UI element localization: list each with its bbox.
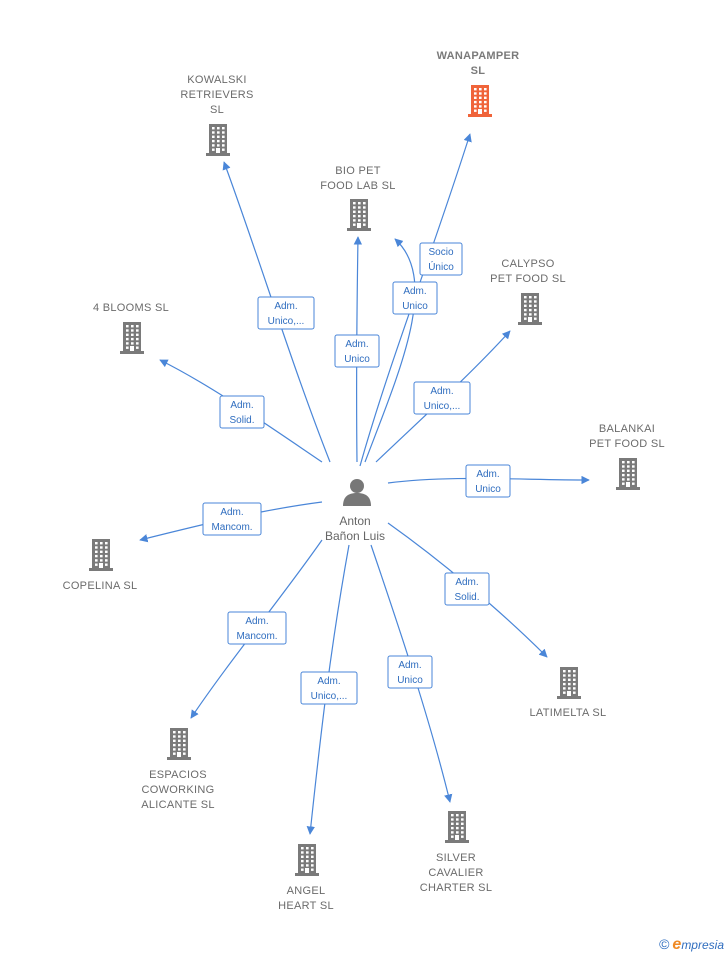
company-node-balankai[interactable]: BALANKAI PET FOOD SL bbox=[589, 423, 665, 490]
edge-label-text: Socio bbox=[428, 247, 453, 258]
edge-label-blooms[interactable]: Adm. Solid. bbox=[219, 395, 265, 429]
edge-label-angel[interactable]: Adm. Unico,... bbox=[300, 671, 358, 705]
company-name-line: LATIMELTA SL bbox=[530, 707, 607, 719]
person-icon bbox=[343, 479, 371, 506]
person-name-line2: Bañon Luis bbox=[325, 529, 385, 543]
company-name-line: ESPACIOS bbox=[149, 769, 207, 781]
building-icon bbox=[445, 811, 469, 843]
edge-label-text: Adm. bbox=[317, 676, 340, 687]
person-name-line1: Anton bbox=[339, 514, 370, 528]
company-name-line: CAVALIER bbox=[428, 867, 483, 879]
edge-label-text: Adm. bbox=[403, 286, 426, 297]
edge-label-text: Adm. bbox=[476, 469, 499, 480]
edge-label-text: Mancom. bbox=[236, 631, 277, 642]
edge-label-text: Adm. bbox=[220, 507, 243, 518]
company-name-line: ALICANTE SL bbox=[141, 799, 215, 811]
building-icon bbox=[616, 458, 640, 490]
company-node-copelina[interactable]: COPELINA SL bbox=[63, 539, 138, 592]
edge-label-text: Unico,... bbox=[424, 401, 461, 412]
company-name-line: KOWALSKI bbox=[187, 74, 246, 86]
edge-label-text: Unico bbox=[475, 484, 501, 495]
company-node-silver[interactable]: SILVER CAVALIER CHARTER SL bbox=[420, 811, 492, 894]
edge-label-text: Adm. bbox=[245, 616, 268, 627]
edge-label-espacios[interactable]: Adm. Mancom. bbox=[227, 611, 287, 645]
company-node-angel[interactable]: ANGEL HEART SL bbox=[278, 844, 334, 912]
building-icon bbox=[167, 728, 191, 760]
company-node-latimelta[interactable]: LATIMELTA SL bbox=[530, 667, 607, 719]
company-name-line: 4 BLOOMS SL bbox=[93, 302, 169, 314]
edge-label-biopet[interactable]: Adm. Unico bbox=[334, 334, 380, 368]
edge-label-text: Adm. bbox=[398, 660, 421, 671]
edge-label-text: Unico bbox=[344, 354, 370, 365]
edge-label-text: Solid. bbox=[229, 415, 254, 426]
edge-label-text: Solid. bbox=[454, 592, 479, 603]
copyright-icon: © bbox=[659, 936, 670, 952]
company-name-line: RETRIEVERS bbox=[180, 89, 253, 101]
edge-label-biopet[interactable]: Adm. Unico bbox=[392, 281, 438, 315]
edge-label-silver[interactable]: Adm. Unico bbox=[387, 655, 433, 689]
edge-label-kowalski[interactable]: Adm. Unico,... bbox=[257, 296, 315, 330]
edge-label-copelina[interactable]: Adm. Mancom. bbox=[202, 502, 262, 536]
person-node[interactable]: Anton Bañon Luis bbox=[325, 479, 385, 543]
company-name-line: SILVER bbox=[436, 852, 476, 864]
building-icon bbox=[295, 844, 319, 876]
brand-logo-e: e bbox=[672, 936, 682, 953]
company-node-blooms[interactable]: 4 BLOOMS SL bbox=[93, 302, 169, 354]
building-icon bbox=[468, 85, 492, 117]
company-name-line: CALYPSO bbox=[501, 258, 554, 270]
edge-label-text: Adm. bbox=[345, 339, 368, 350]
edge-label-text: Adm. bbox=[274, 301, 297, 312]
company-name-line: COWORKING bbox=[142, 784, 215, 796]
company-name-line: SL bbox=[471, 65, 486, 77]
edge-label-text: Unico bbox=[397, 675, 423, 686]
edge-label-text: Unico,... bbox=[268, 316, 305, 327]
company-name-line: BIO PET bbox=[335, 165, 381, 177]
company-name-line: CHARTER SL bbox=[420, 882, 492, 894]
company-node-kowalski[interactable]: KOWALSKI RETRIEVERS SL bbox=[180, 74, 253, 156]
company-name-line: SL bbox=[210, 104, 224, 116]
brand-logo-text: mpresia bbox=[681, 938, 724, 952]
company-name-line: COPELINA SL bbox=[63, 580, 138, 592]
company-node-biopet[interactable]: BIO PET FOOD LAB SL bbox=[320, 165, 395, 231]
building-icon bbox=[557, 667, 581, 699]
company-name-line: PET FOOD SL bbox=[490, 273, 566, 285]
edge-label-text: Unico,... bbox=[311, 691, 348, 702]
building-icon bbox=[120, 322, 144, 354]
edge-label-text: Único bbox=[428, 260, 454, 273]
company-name-line: HEART SL bbox=[278, 900, 334, 912]
edge-label-balankai[interactable]: Adm. Unico bbox=[465, 464, 511, 498]
building-icon bbox=[206, 124, 230, 156]
edge-label-text: Adm. bbox=[430, 386, 453, 397]
footer-brand[interactable]: ©empresia bbox=[659, 936, 724, 954]
edge-label-latimelta[interactable]: Adm. Solid. bbox=[444, 572, 490, 606]
edge-label-calypso[interactable]: Adm. Unico,... bbox=[413, 381, 471, 415]
edge-to-biopet bbox=[364, 238, 416, 463]
company-name-line: ANGEL bbox=[287, 885, 326, 897]
company-node-calypso[interactable]: CALYPSO PET FOOD SL bbox=[490, 258, 566, 325]
building-icon bbox=[518, 293, 542, 325]
edge-label-text: Unico bbox=[402, 301, 428, 312]
edge-label-text: Adm. bbox=[230, 400, 253, 411]
edge-label-text: Adm. bbox=[455, 577, 478, 588]
company-name-line: WANAPAMPER bbox=[437, 50, 520, 62]
building-icon bbox=[347, 199, 371, 231]
edge-label-text: Mancom. bbox=[211, 522, 252, 533]
company-node-wanapamper[interactable]: WANAPAMPER SL bbox=[437, 50, 520, 117]
company-node-espacios[interactable]: ESPACIOS COWORKING ALICANTE SL bbox=[141, 728, 215, 811]
company-name-line: PET FOOD SL bbox=[589, 438, 665, 450]
company-name-line: FOOD LAB SL bbox=[320, 180, 395, 192]
company-name-line: BALANKAI bbox=[599, 423, 655, 435]
building-icon bbox=[89, 539, 113, 571]
